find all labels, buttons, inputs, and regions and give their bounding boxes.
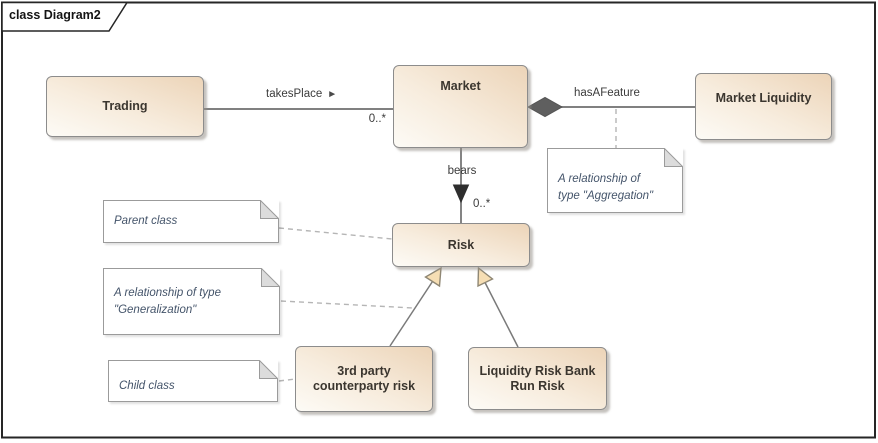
direction-arrow-icon: ►	[327, 89, 338, 100]
class-market-liquidity[interactable]: Market Liquidity	[695, 73, 832, 140]
class-name: 3rd party counterparty risk	[312, 364, 416, 393]
multiplicity-bears: 0..*	[473, 198, 491, 210]
aggregation-diamond-icon	[526, 96, 564, 118]
note-text: A relationship of type "Generalization"	[114, 287, 221, 316]
navigability-arrow-icon	[452, 184, 470, 204]
note-text: A relationship of type "Aggregation"	[558, 173, 654, 202]
note-aggregation[interactable]: A relationship of type "Aggregation"	[547, 148, 683, 213]
diagram-frame-label-tab	[1, 1, 129, 32]
note-child-class[interactable]: Child class	[108, 360, 278, 402]
note-fold-icon	[261, 268, 280, 287]
class-name: Risk	[447, 237, 475, 252]
multiplicity-takes-place: 0..*	[368, 113, 386, 125]
note-text: Child class	[119, 379, 175, 392]
note-text: Parent class	[114, 215, 178, 228]
note-fold-icon	[664, 148, 683, 167]
class-name: Market Liquidity	[715, 91, 812, 105]
class-risk[interactable]: Risk	[392, 223, 530, 267]
note-connector-parent[interactable]	[278, 227, 393, 240]
class-liquidity-risk-bank-run-risk[interactable]: Liquidity Risk Bank Run Risk	[468, 347, 607, 410]
class-market[interactable]: Market	[393, 65, 528, 148]
note-connector-child[interactable]	[278, 378, 296, 382]
note-generalization[interactable]: A relationship of type "Generalization"	[103, 268, 280, 335]
class-trading[interactable]: Trading	[46, 76, 204, 137]
note-connector-generalization[interactable]	[280, 300, 414, 309]
generalization-arrow-icon	[424, 266, 442, 288]
edge-label-has-a-feature: hasAFeature	[574, 87, 640, 99]
class-name: Trading	[102, 99, 148, 113]
edge-generalization-third-party[interactable]	[389, 281, 434, 347]
note-fold-icon	[259, 360, 278, 379]
generalization-arrow-icon	[477, 266, 494, 288]
class-name: Liquidity Risk Bank Run Risk	[479, 363, 596, 393]
edge-label-takes-place: takesPlace ►	[266, 88, 337, 100]
class-name: Market	[440, 79, 481, 93]
association-name: takesPlace	[266, 88, 323, 100]
edge-label-bears: bears	[447, 165, 477, 177]
frame-label: class Diagram2	[9, 8, 101, 22]
class-third-party-counterparty-risk[interactable]: 3rd party counterparty risk	[295, 346, 433, 412]
note-parent-class[interactable]: Parent class	[103, 200, 279, 243]
note-fold-icon	[260, 200, 279, 219]
edge-generalization-liquidity-risk[interactable]	[484, 282, 519, 348]
